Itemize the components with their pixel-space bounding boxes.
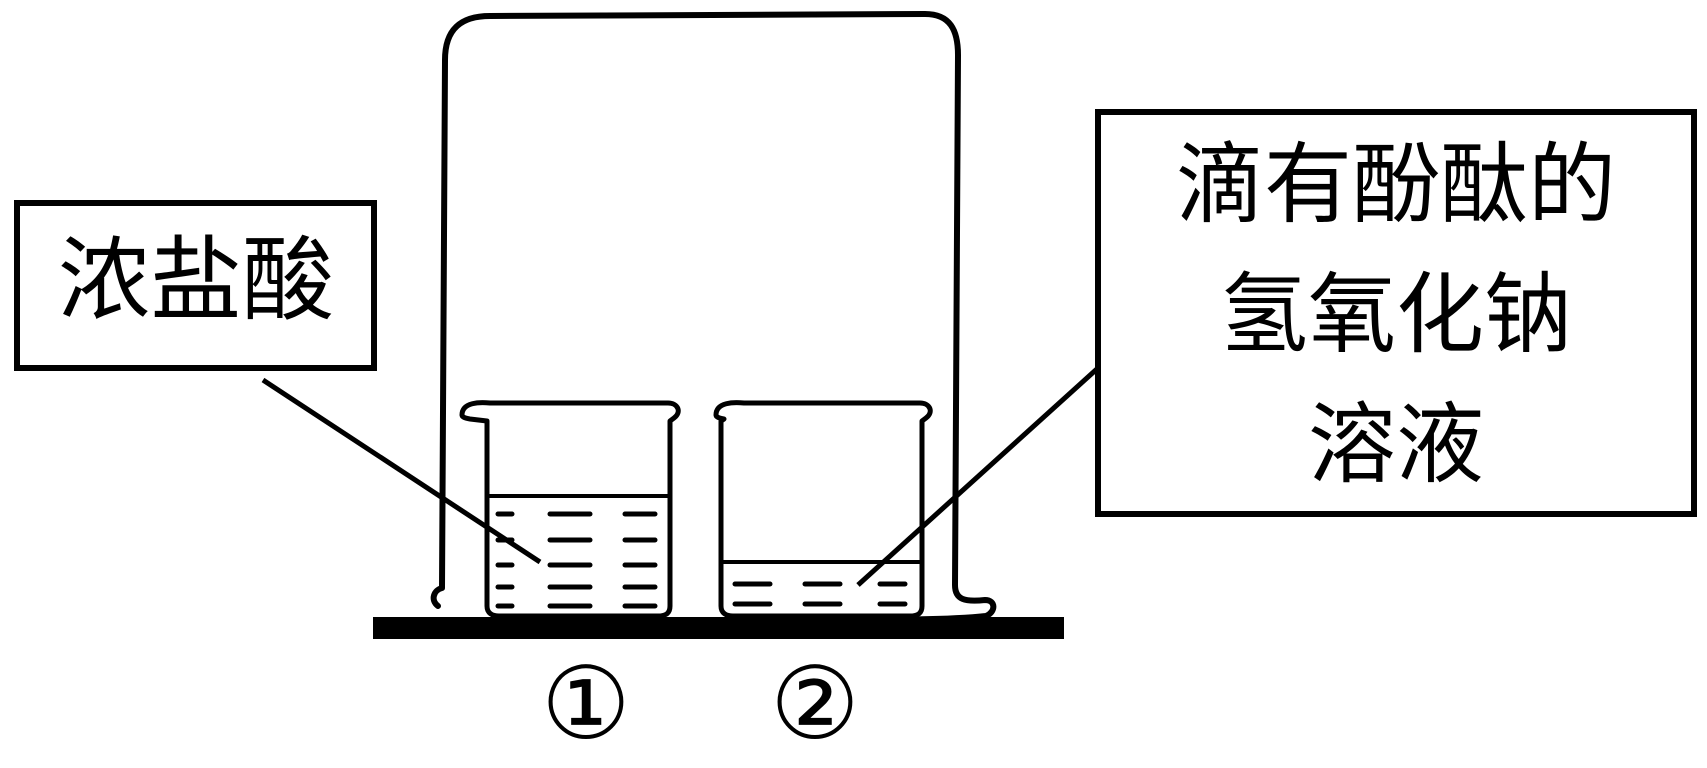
leader-line-right (856, 366, 1100, 587)
beaker-number-right: ② (770, 645, 860, 762)
label-box-right (1095, 109, 1697, 517)
leader-line-left (261, 377, 542, 565)
label-right-line3: 溶液 (1308, 393, 1484, 496)
beaker-right-liquid-dashes (732, 581, 908, 607)
label-box-left (14, 200, 377, 371)
beaker-left-outline (459, 400, 681, 619)
beaker-right (713, 400, 933, 619)
label-right-line1: 滴有酚酞的 (1176, 133, 1616, 236)
label-right-line2: 氢氧化钠 (1220, 263, 1572, 366)
beaker-left (459, 400, 681, 619)
beaker-left-liquid-dashes (495, 511, 658, 609)
beaker-number-left: ① (541, 645, 631, 762)
bell-jar (430, 11, 997, 623)
label-left-text: 浓盐酸 (58, 227, 334, 334)
